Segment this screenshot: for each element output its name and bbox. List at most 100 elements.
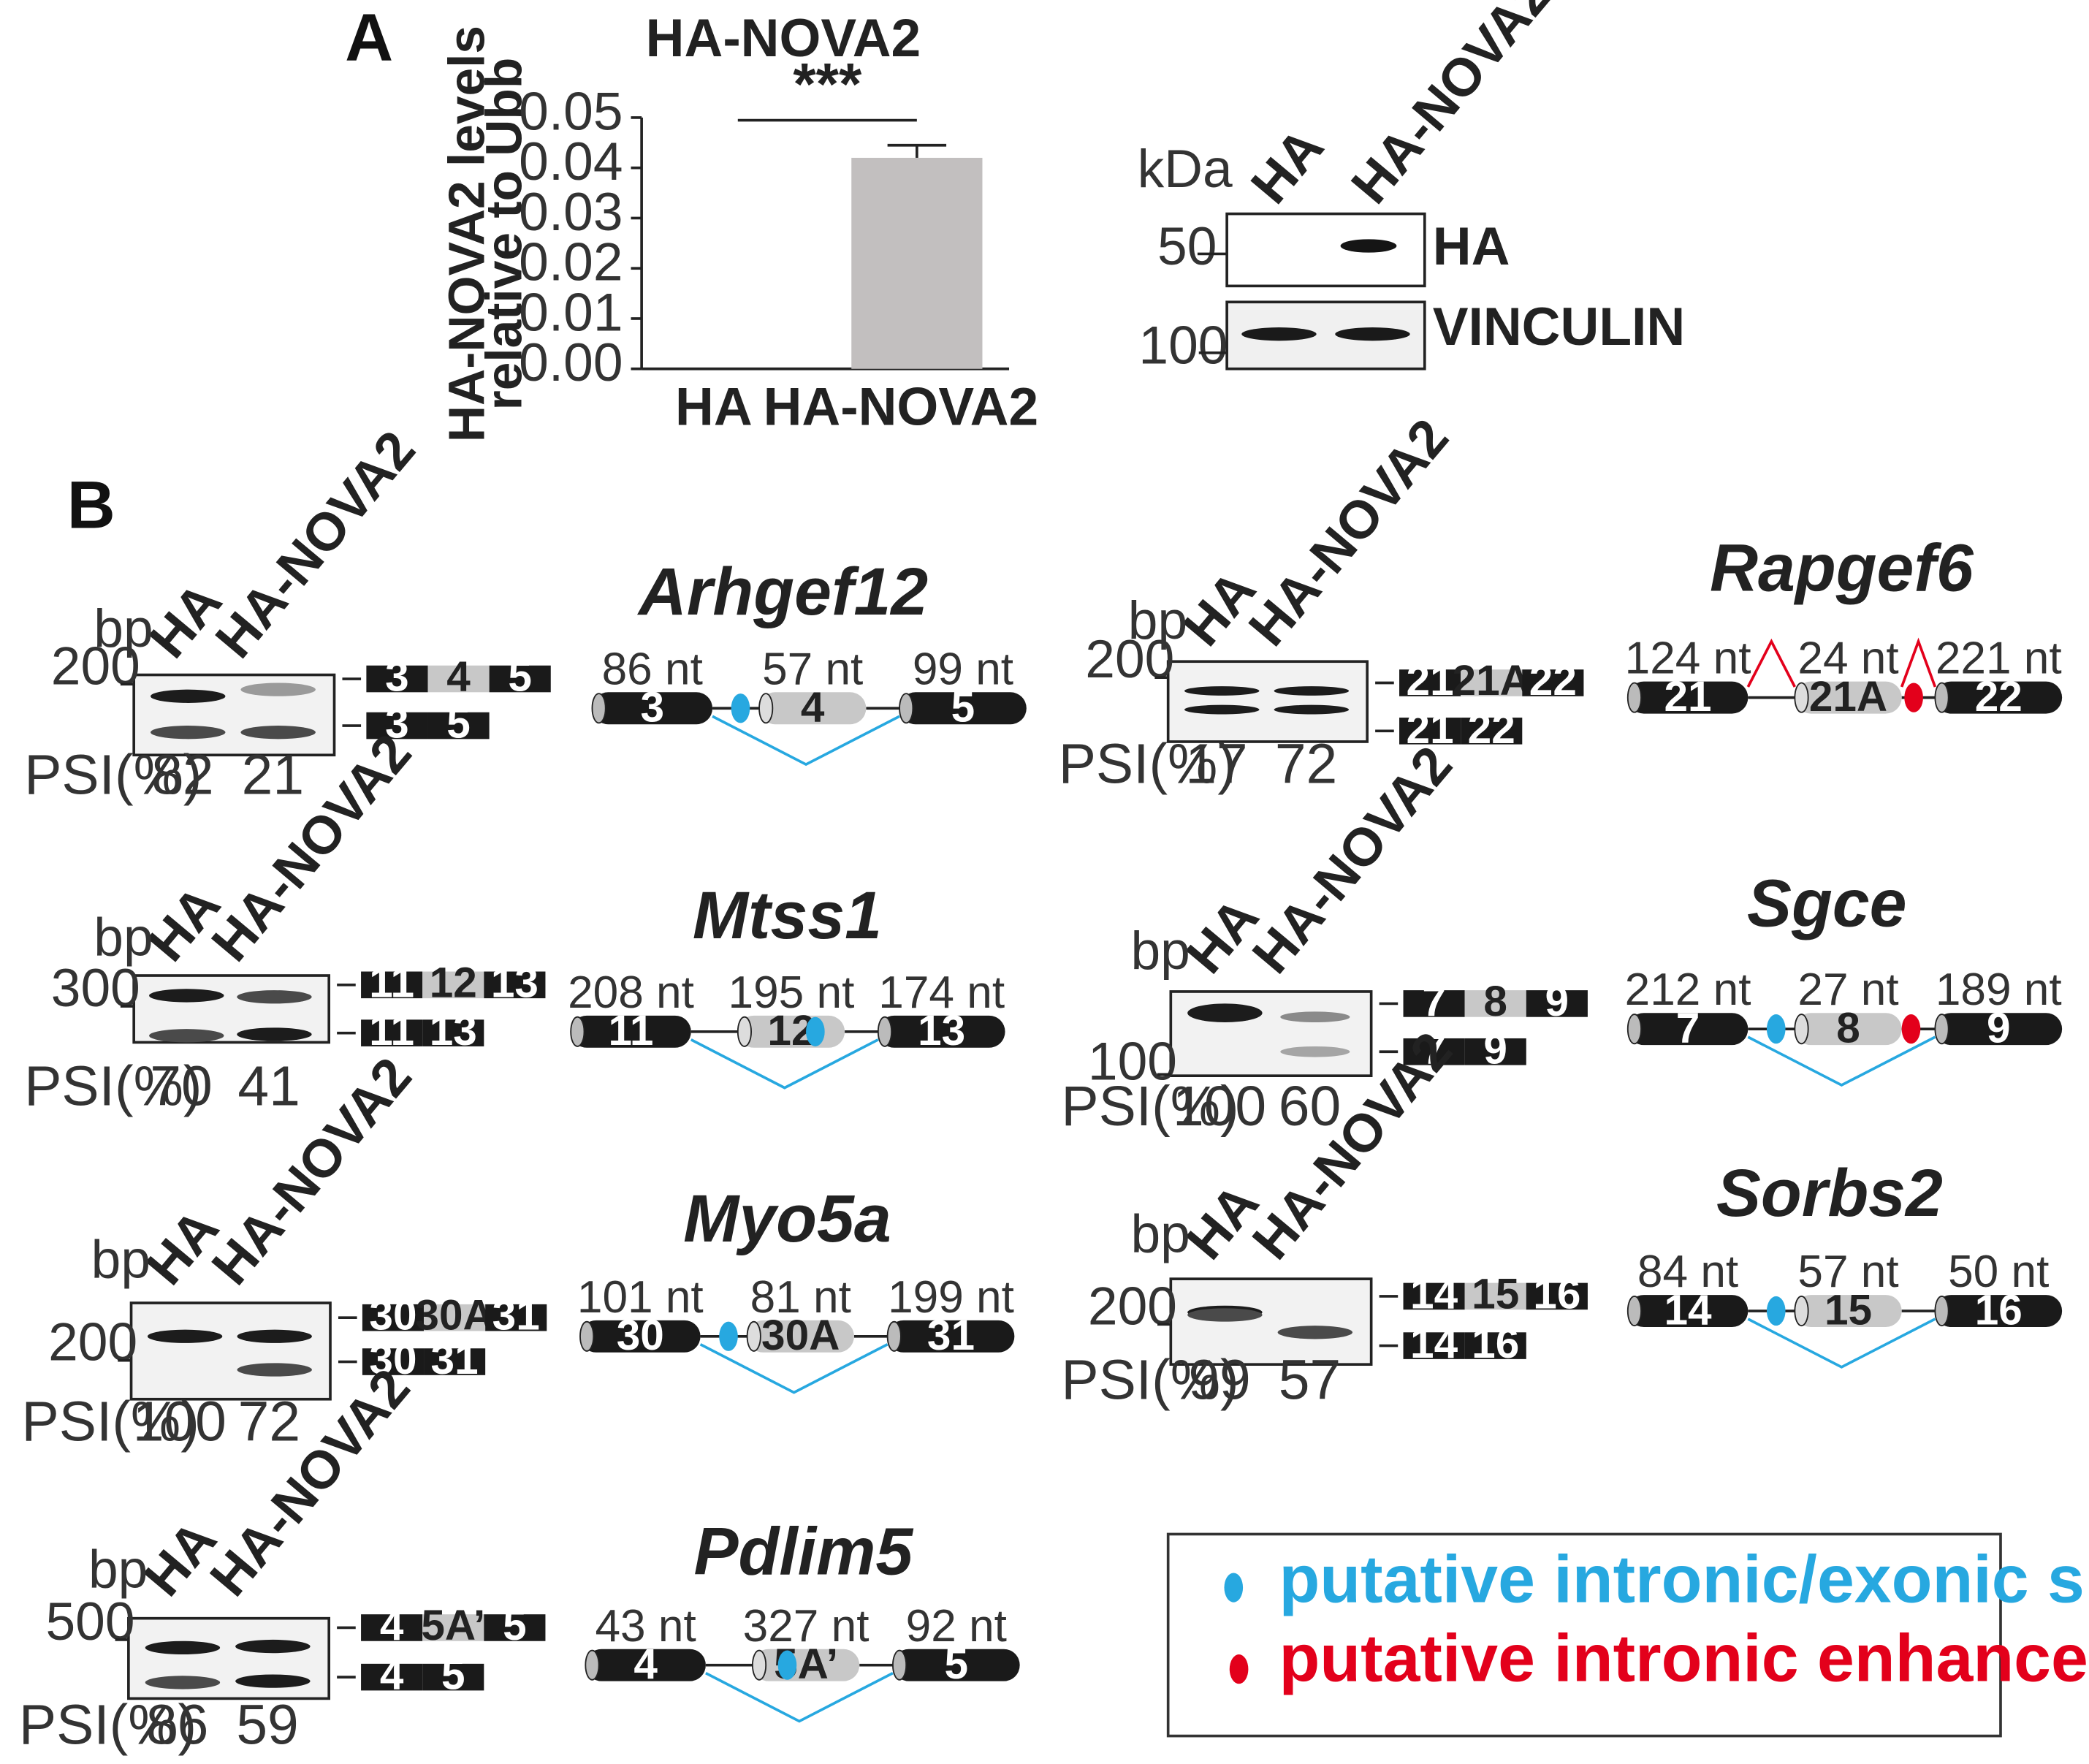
blot-lane-ha-nova2: HA-NOVA2 [1339, 0, 1562, 215]
isoform-exon [1399, 718, 1461, 745]
exon-length: 199 nt [888, 1272, 1014, 1323]
bp-label: bp [1128, 590, 1187, 650]
isoform-exon-label: 5 [508, 653, 532, 700]
psi-value-ha-nova2: 60 [1279, 1075, 1341, 1138]
exon-length: 212 nt [1625, 965, 1751, 1015]
exon-label: 14 [1664, 1286, 1713, 1334]
lane-label-ha-nova2: HA-NOVA2 [204, 419, 427, 669]
exon-upstream [571, 1015, 691, 1048]
isoform-exon-label: 11 [369, 959, 414, 1006]
blot-band-ha-nova2 [1340, 239, 1397, 253]
exon-label: 31 [927, 1312, 975, 1359]
isoform-exon-label: 5 [503, 1602, 527, 1649]
isoform-exon [1403, 1282, 1465, 1310]
isoform-exon-label: 3 [385, 699, 409, 747]
exon-label: 9 [1987, 1004, 2011, 1052]
bp-marker: 200 [1088, 1276, 1177, 1336]
gel-band [151, 689, 226, 703]
blot-band-vinculin-ha [1241, 327, 1317, 341]
exon-cap [1794, 1296, 1809, 1327]
isoform-exon-label: 8 [1483, 978, 1507, 1025]
isoform-exon [1403, 990, 1465, 1017]
isoform-exon [361, 1019, 423, 1046]
isoform-exon-label: 5 [446, 699, 471, 747]
exon-label: 22 [1975, 673, 2023, 721]
isoform-exon-label: 31 [431, 1336, 479, 1383]
psi-value-ha-nova2: 72 [238, 1390, 300, 1453]
gel-band [1277, 1326, 1353, 1339]
silencer-marker [731, 693, 750, 723]
y-axis-label: HA-NOVA2 levels relative to Ubb [438, 26, 532, 442]
skipping-arc [1747, 1035, 1936, 1087]
psi-value-ha-nova2: 72 [1275, 733, 1337, 796]
legend-box [1166, 1532, 2002, 1738]
exon-cap [579, 1320, 595, 1352]
exon-length: 84 nt [1637, 1247, 1738, 1297]
gel-band [237, 1329, 312, 1343]
x-tick-label-ha-nova2: HA-NOVA2 [764, 377, 1039, 437]
exon-cap [1626, 1014, 1642, 1045]
gene-name: Sorbs2 [1716, 1156, 1943, 1231]
isoform-exon [361, 1614, 423, 1641]
psi-value-ha: 82 [151, 743, 213, 806]
isoform-exon [485, 1304, 547, 1331]
x-tick-label-ha: HA [675, 377, 753, 437]
psi-value-ha: 70 [150, 1054, 212, 1117]
exon-length: 43 nt [595, 1601, 696, 1651]
exon-downstream [878, 1015, 1005, 1048]
isoform-exon [1403, 1332, 1465, 1359]
skipping-arc [1747, 1318, 1936, 1369]
exon-cap [585, 1649, 600, 1681]
gel-band [1280, 1011, 1350, 1023]
psi-value-ha-nova2: 41 [237, 1054, 300, 1117]
silencer-marker [1766, 1296, 1786, 1326]
exon-downstream [892, 1649, 1020, 1681]
blot-antibody-ha: HA [1433, 216, 1510, 276]
gel-band [149, 1029, 224, 1043]
isoform-exon [1403, 1038, 1465, 1065]
exon-alternative [1795, 1013, 1902, 1046]
isoform-exon [366, 665, 428, 693]
exon-length: 81 nt [750, 1272, 851, 1323]
exon-upstream [1627, 681, 1749, 714]
enhancer-marker [1901, 1014, 1921, 1044]
isoform-exon-label: 21A [1453, 657, 1531, 704]
bp-marker: 200 [48, 1312, 137, 1372]
isoform-exon-label: 5A’ [421, 1602, 485, 1649]
exon-upstream [1627, 1295, 1749, 1327]
gene-name: Myo5a [683, 1182, 891, 1256]
gel-band [1184, 686, 1260, 696]
isoform-exon-label: 22 [1468, 705, 1515, 753]
exon-upstream [592, 692, 713, 725]
isoform-exon-label: 4 [380, 1651, 404, 1699]
psi-value-ha-nova2: 57 [1279, 1349, 1341, 1412]
exon-cap [751, 1649, 767, 1681]
isoform-exon-label: 3 [385, 653, 409, 700]
bp-marker: 500 [45, 1592, 134, 1651]
exon-length: 189 nt [1936, 965, 2062, 1015]
gel-band [240, 726, 316, 740]
isoform-exon [361, 971, 423, 999]
isoform-exon-label: 11 [369, 1007, 414, 1054]
y-axis-label-line2: relative to Ubb [476, 58, 533, 411]
exon-cap [877, 1016, 893, 1047]
isoform-exon-label: 14 [1410, 1320, 1458, 1367]
bp-label: bp [91, 1229, 151, 1289]
exon-length: 92 nt [906, 1601, 1007, 1651]
significance-stars: *** [793, 52, 862, 118]
gel-band [240, 683, 316, 696]
blot-marker-100: 100 [1138, 315, 1228, 375]
enhancer-marker [1904, 683, 1923, 712]
exon-downstream [887, 1320, 1015, 1353]
lane-label-ha-nova2: HA-NOVA2 [1241, 735, 1464, 984]
y-tick-label: 0.04 [519, 132, 623, 191]
exon-length: 27 nt [1797, 965, 1898, 1015]
exon-cap [1934, 682, 1949, 713]
isoform-exon-label: 7 [1422, 978, 1446, 1025]
gel-band [237, 1027, 312, 1041]
exon-label: 16 [1975, 1286, 2023, 1334]
gel-band [145, 1676, 221, 1689]
isoform-exon [484, 1614, 546, 1641]
exon-downstream [1935, 1295, 2063, 1327]
isoform-exon [1464, 1332, 1526, 1359]
